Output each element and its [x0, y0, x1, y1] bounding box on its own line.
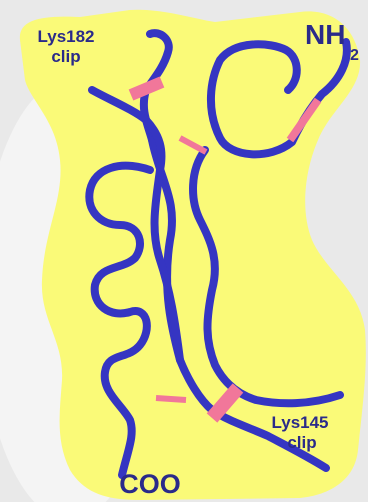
- label-lys182: Lys182: [37, 27, 94, 46]
- crosslink-bottom-left: [156, 398, 186, 400]
- label-c-terminus: COO: [119, 469, 181, 499]
- label-lys145-clip: clip: [287, 433, 316, 452]
- label-lys182-clip: clip: [51, 47, 80, 66]
- label-lys145: Lys145: [271, 413, 328, 432]
- label-n-terminus: NH: [305, 19, 345, 50]
- label-n-terminus-subscript: 2: [350, 47, 359, 64]
